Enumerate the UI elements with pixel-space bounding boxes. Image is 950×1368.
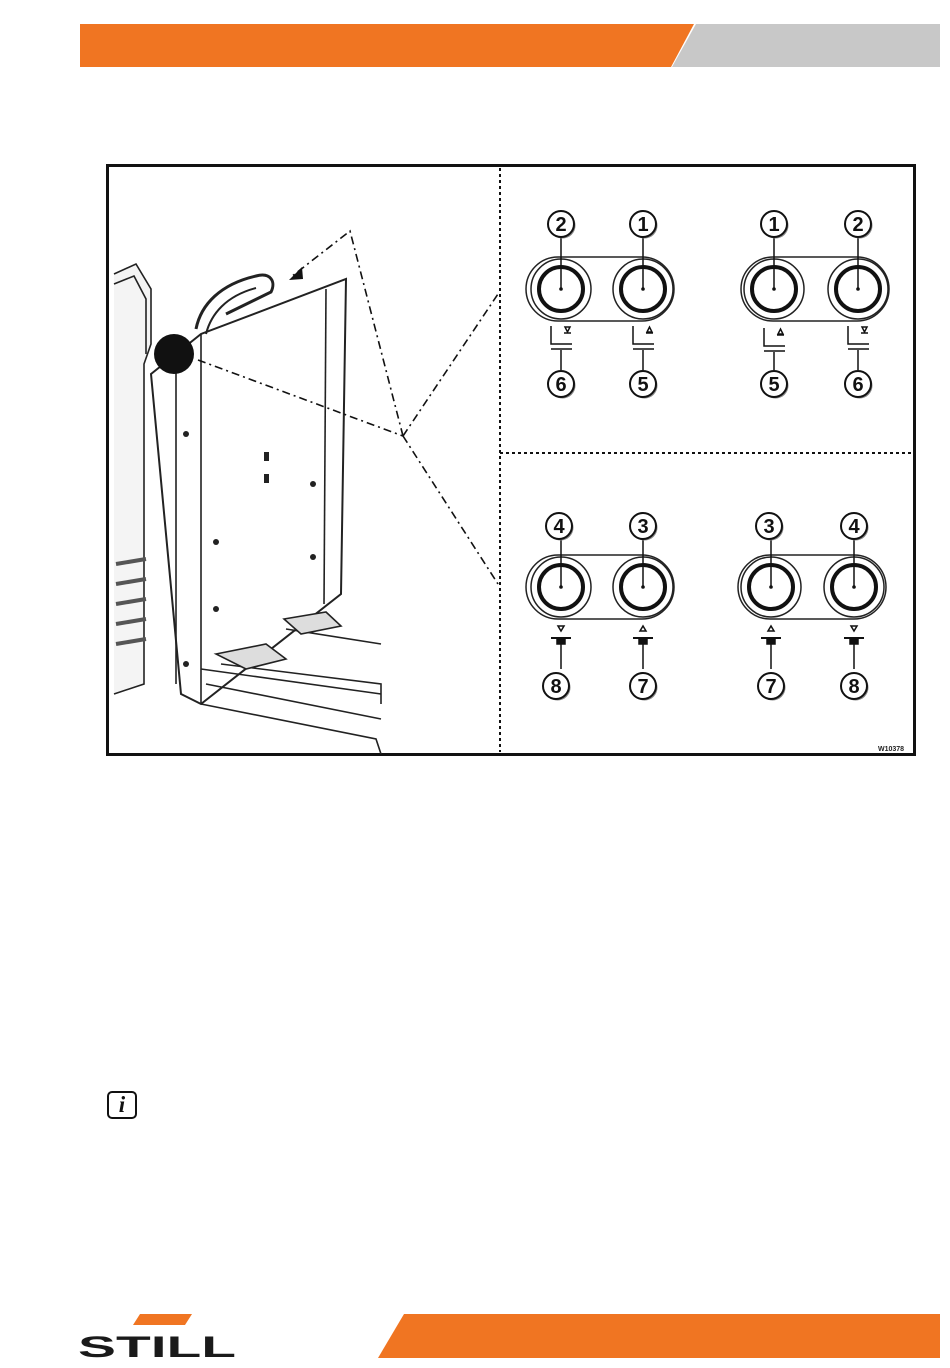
callout-number-7: 7 — [765, 676, 776, 698]
callout-number-6: 6 — [852, 374, 863, 396]
figure-code: W10378 — [878, 746, 904, 753]
truck-callout-marker — [154, 334, 194, 374]
page-footer: STILL — [0, 1300, 950, 1368]
info-icon: i — [107, 1091, 137, 1119]
header-orange-bar — [80, 24, 694, 67]
callout-number-6: 6 — [555, 374, 566, 396]
callout-number-3: 3 — [763, 516, 774, 538]
callout-number-1: 1 — [637, 214, 648, 236]
callout-number-8: 8 — [848, 676, 859, 698]
still-logo-wordmark: STILL — [78, 1331, 236, 1364]
still-logo-swoosh — [133, 1314, 192, 1325]
page-header-band — [0, 0, 950, 80]
callout-number-5: 5 — [768, 374, 779, 396]
control-panel-figure: 2 1 1 2 6 5 5 6 4 3 3 4 8 7 7 8 — [106, 164, 916, 756]
callout-number-3: 3 — [637, 516, 648, 538]
callout-number-5: 5 — [637, 374, 648, 396]
still-logo: STILL — [78, 1314, 236, 1364]
header-grey-tab — [672, 24, 940, 67]
callout-number-2: 2 — [852, 214, 863, 236]
callout-number-7: 7 — [637, 676, 648, 698]
callout-number-4: 4 — [848, 516, 860, 538]
footer-orange-bar — [378, 1314, 940, 1358]
callout-number-1: 1 — [768, 214, 779, 236]
callout-number-4: 4 — [553, 516, 565, 538]
callout-number-8: 8 — [550, 676, 561, 698]
callout-number-2: 2 — [555, 214, 566, 236]
